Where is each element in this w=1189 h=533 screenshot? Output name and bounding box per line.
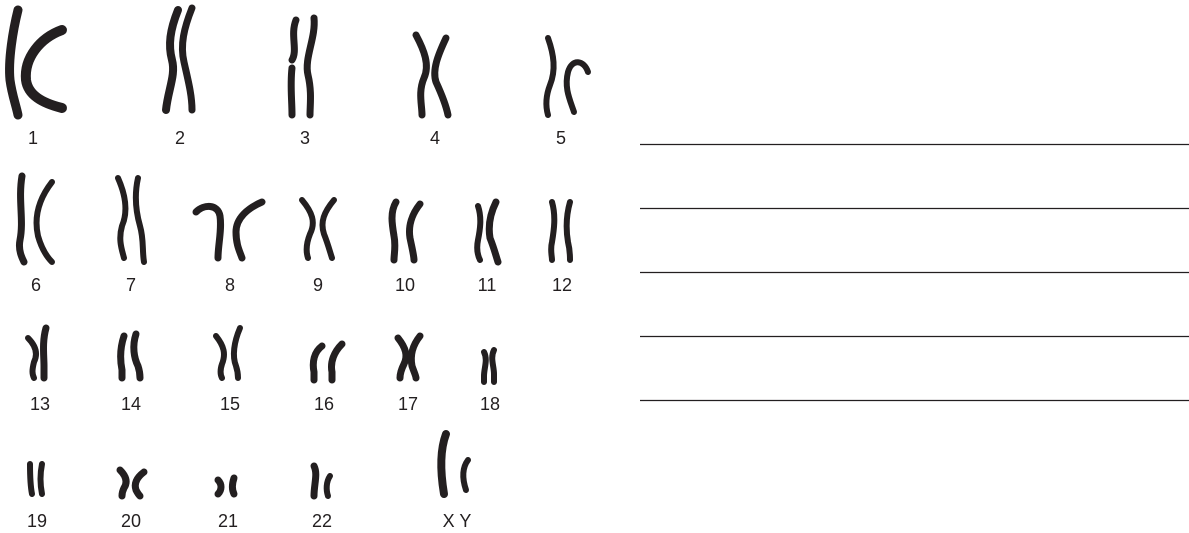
pair-label-9: 9 <box>313 275 323 295</box>
chromosome-pair-5: 5 <box>546 38 588 148</box>
pair-label-19: 19 <box>27 511 47 531</box>
pair-label-17: 17 <box>398 394 418 414</box>
chromosome-pair-10: 10 <box>392 202 420 295</box>
chromosome-pair-22: 22 <box>312 466 332 531</box>
chromosome-pair-15: 15 <box>216 328 240 414</box>
chromosome-pair-12: 12 <box>551 202 572 295</box>
chromosome-pair-19: 19 <box>27 464 47 531</box>
pair-label-5: 5 <box>556 128 566 148</box>
pair-label-14: 14 <box>121 394 141 414</box>
pair-label-7: 7 <box>126 275 136 295</box>
chromosome-pair-7: 7 <box>118 178 144 295</box>
chromosome-pair-xy: X Y <box>441 434 471 531</box>
pair-label-xy: X Y <box>443 511 472 531</box>
chromosome-pair-20: 20 <box>120 470 144 531</box>
pair-label-6: 6 <box>31 275 41 295</box>
pair-label-4: 4 <box>430 128 440 148</box>
pair-label-18: 18 <box>480 394 500 414</box>
chromosome-pair-18: 18 <box>480 350 500 414</box>
pair-label-22: 22 <box>312 511 332 531</box>
chromosome-pair-16: 16 <box>313 344 342 414</box>
pair-label-8: 8 <box>225 275 235 295</box>
chromosome-pair-8: 8 <box>196 202 262 295</box>
chromosome-pair-21: 21 <box>218 478 238 531</box>
chromosome-pair-2: 2 <box>166 8 192 148</box>
pair-label-12: 12 <box>552 275 572 295</box>
answer-lines <box>640 145 1189 401</box>
pair-label-2: 2 <box>175 128 185 148</box>
chromosome-pair-11: 11 <box>477 202 498 295</box>
chromosome-pair-14: 14 <box>121 334 141 414</box>
chromosome-pair-9: 9 <box>302 200 334 295</box>
chromosome-pair-1: 1 <box>10 10 62 148</box>
pair-label-15: 15 <box>220 394 240 414</box>
chromosome-pair-6: 6 <box>19 176 52 295</box>
pair-label-20: 20 <box>121 511 141 531</box>
chromosome-pair-4: 4 <box>416 35 448 148</box>
pair-label-13: 13 <box>30 394 50 414</box>
pair-label-11: 11 <box>478 275 497 295</box>
pair-label-3: 3 <box>300 128 310 148</box>
chromosome-pair-17: 17 <box>398 336 420 414</box>
chromosome-pair-3: 3 <box>291 18 314 148</box>
pair-label-21: 21 <box>218 511 238 531</box>
pair-label-1: 1 <box>28 128 38 148</box>
chromosome-pair-13: 13 <box>28 328 50 414</box>
pair-label-16: 16 <box>314 394 334 414</box>
pair-label-10: 10 <box>395 275 415 295</box>
